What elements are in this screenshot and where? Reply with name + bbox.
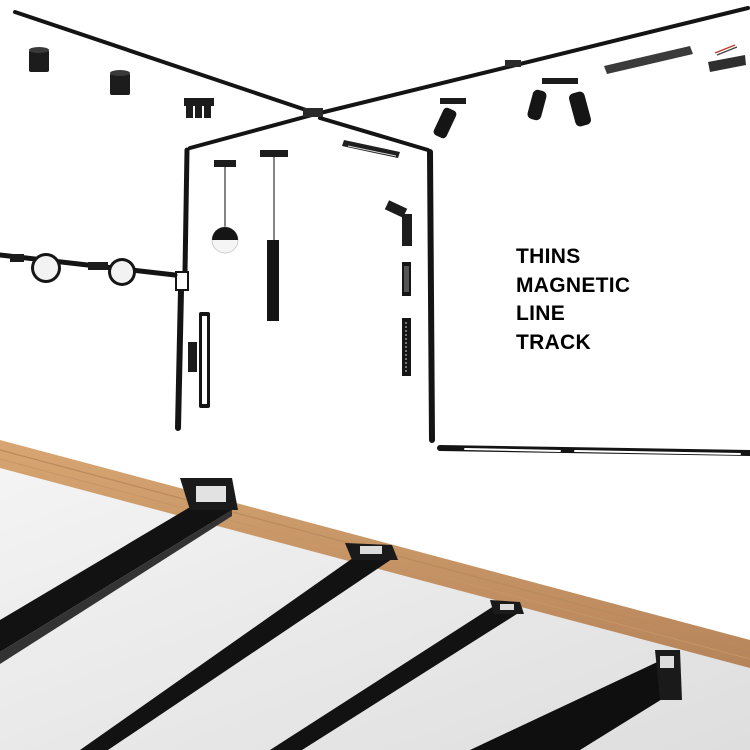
ring-light	[108, 258, 136, 286]
track-spot	[433, 98, 466, 139]
recessed-profile	[0, 478, 238, 664]
track-system	[0, 6, 750, 456]
double-spot	[527, 78, 592, 127]
recessed-profile	[470, 650, 682, 750]
globe-pendant	[211, 160, 239, 254]
recessed-profile	[270, 600, 524, 750]
ceiling-section	[0, 440, 750, 750]
track-adapter	[10, 254, 24, 262]
title-line: THINS	[516, 245, 581, 268]
product-title: THINS MAGNETIC LINE TRACK	[516, 243, 630, 357]
track-rail	[310, 6, 750, 117]
track-rail	[427, 149, 435, 443]
track-rail	[175, 287, 184, 431]
track-connector	[303, 108, 323, 117]
recessed-profile	[80, 543, 398, 750]
grille-light	[402, 262, 411, 296]
ring-light	[31, 253, 61, 283]
track-connector	[505, 60, 521, 67]
track-rail	[188, 113, 314, 150]
grille-light	[402, 318, 411, 376]
track-connector	[175, 271, 189, 291]
triple-spot	[184, 98, 214, 118]
linear-light-glow	[574, 450, 741, 455]
track-rail	[0, 252, 178, 278]
cylinder-pendant	[260, 150, 288, 321]
cylinder-downlight	[110, 70, 130, 95]
linear-bar	[342, 140, 400, 158]
track-rail	[182, 147, 190, 275]
tube-light	[199, 312, 210, 408]
fixtures	[10, 44, 746, 408]
title-line: LINE	[516, 302, 566, 325]
wall-spot	[188, 342, 197, 372]
folding-spot	[384, 200, 412, 246]
linear-light-glow	[464, 448, 561, 452]
cylinder-downlight	[29, 47, 49, 72]
track-adapter	[88, 262, 108, 270]
linear-module	[604, 44, 746, 74]
track-rail	[318, 116, 430, 152]
title-line: MAGNETIC	[516, 273, 631, 297]
title-line: TRACK	[516, 330, 591, 354]
track-rail	[13, 10, 314, 114]
